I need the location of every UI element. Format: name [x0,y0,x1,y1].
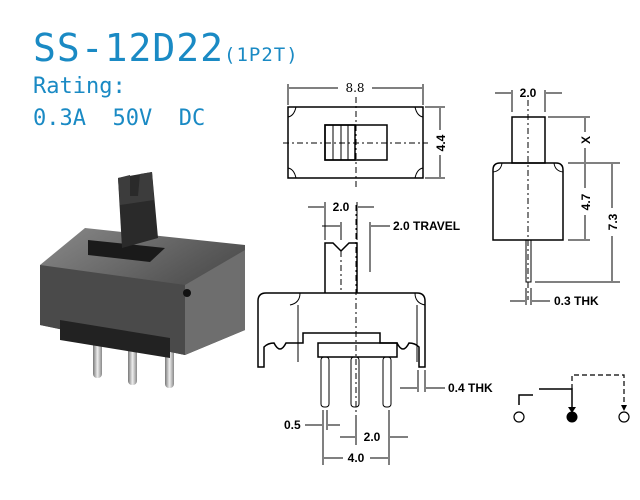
top-view: 8.8 4.4 [283,81,448,188]
model-name: SS-12D22 [33,26,225,70]
side-view: 2.0 X 4.7 7.3 0.3 THK [492,86,620,308]
terminal-2 [618,411,630,423]
rating-values: 0.3A 50V DC [33,106,206,131]
rating-label: Rating: [33,74,126,99]
front-view: 2.0 2.0 TRAVEL 0.4 THK 0.5 2.0 4.0 [257,200,493,465]
switch-schematic [513,374,630,423]
frame-thickness-dim: 0.4 THK [448,381,493,395]
actuator-height-dim: X [579,136,593,144]
actuator-width-dim: 2.0 [333,200,350,214]
total-height-dim: 7.3 [606,213,620,230]
pin-span-dim: 4.0 [348,451,365,465]
configuration: (1P2T) [224,44,299,66]
body-height-dim: 4.7 [579,193,593,210]
pin-pitch-dim: 2.0 [364,430,381,444]
lead-thickness-dim: 0.3 THK [554,294,599,308]
product-title: SS-12D22(1P2T) [33,26,299,70]
terminal-1 [513,411,525,423]
actuator-width-dim: 2.0 [520,86,537,100]
width-dim: 8.8 [345,81,364,95]
travel-dim: 2.0 TRAVEL [393,219,460,233]
terminal-common [566,411,578,423]
pin-width-dim: 0.5 [284,418,301,432]
height-dim: 4.4 [434,134,448,151]
product-photo [40,172,245,388]
